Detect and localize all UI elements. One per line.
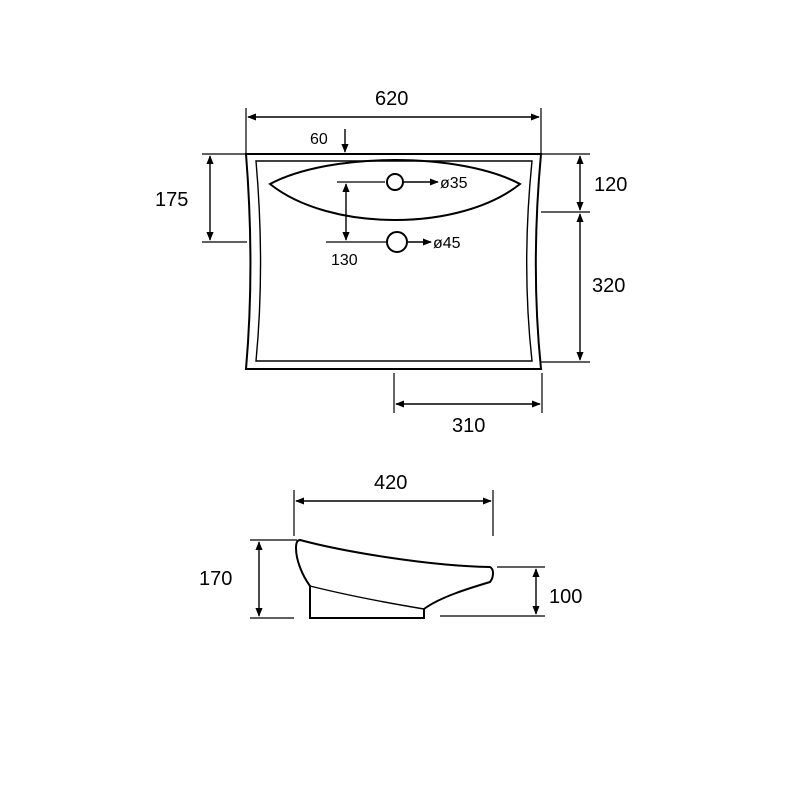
tap-hole-label: ø35 [440, 175, 468, 192]
overall-width-label: 620 [375, 88, 408, 110]
drain-hole [386, 231, 408, 253]
length-label: 420 [374, 472, 407, 494]
front-depth-label: 320 [592, 275, 625, 297]
tap-offset-label: 60 [310, 131, 328, 148]
tap-hole-position-label: 175 [155, 189, 188, 211]
basin-inner-rim [255, 160, 533, 362]
overall-height-label: 170 [199, 568, 232, 590]
basin-side-profile [294, 538, 494, 619]
top-view: ø35 ø45 130 60 620 175 120 320 [155, 88, 627, 437]
hole-spacing-label: 130 [331, 252, 358, 269]
drain-offset-label: 310 [452, 415, 485, 437]
side-view: 420 170 100 [199, 472, 582, 619]
tap-hole [386, 173, 404, 191]
rear-depth-label: 120 [594, 174, 627, 196]
basin-outer-outline [244, 153, 543, 370]
drain-hole-label: ø45 [433, 235, 461, 252]
front-height-label: 100 [549, 586, 582, 608]
